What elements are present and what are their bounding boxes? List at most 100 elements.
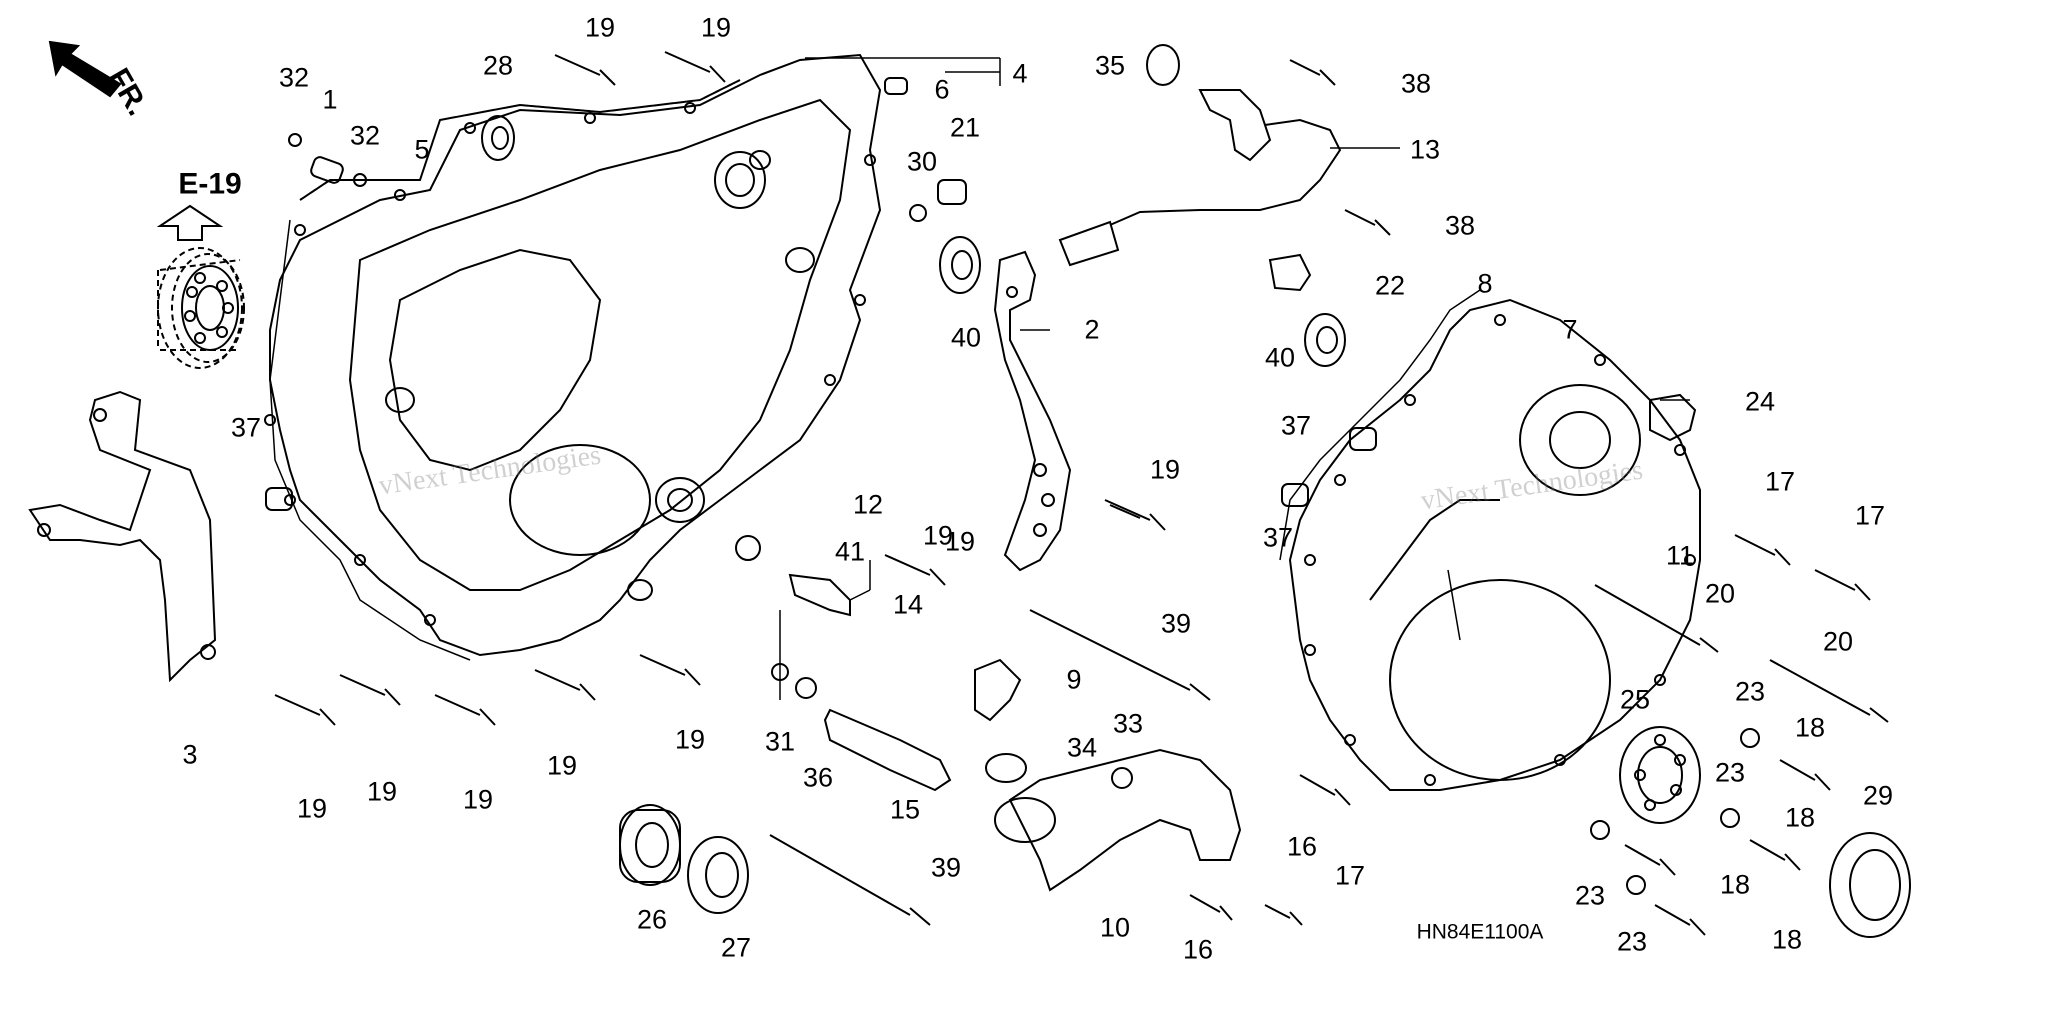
callout-17b: 17 bbox=[1854, 500, 1886, 531]
upper-bearing-b bbox=[1304, 313, 1346, 367]
callout-31: 31 bbox=[764, 726, 796, 757]
callout-34: 34 bbox=[1066, 732, 1098, 763]
left-bearing bbox=[619, 804, 681, 886]
callout-30: 30 bbox=[906, 146, 938, 177]
callout-16a: 16 bbox=[1286, 831, 1318, 862]
callout-17a: 17 bbox=[1764, 466, 1796, 497]
reference-bearing-inner bbox=[181, 265, 239, 351]
callout-12: 12 bbox=[852, 489, 884, 520]
callout-2: 2 bbox=[1084, 314, 1100, 345]
callout-19d: 19 bbox=[922, 520, 954, 551]
callout-7: 7 bbox=[1562, 314, 1578, 345]
oil-seal bbox=[1829, 832, 1911, 938]
upper-bearing-a bbox=[939, 236, 981, 294]
callout-18a: 18 bbox=[1794, 712, 1826, 743]
speed-sensor bbox=[1198, 89, 1272, 162]
front-direction-arrow-icon bbox=[48, 40, 122, 98]
callout-16b: 16 bbox=[1182, 934, 1214, 965]
drain-bolt bbox=[823, 708, 952, 792]
small-bearing bbox=[481, 115, 515, 161]
callout-19c: 19 bbox=[1149, 454, 1181, 485]
callout-35: 35 bbox=[1094, 50, 1126, 81]
callout-28: 28 bbox=[482, 50, 514, 81]
callout-23d: 23 bbox=[1616, 926, 1648, 957]
clip bbox=[1649, 393, 1697, 442]
callout-32b: 32 bbox=[349, 120, 381, 151]
callout-39a: 39 bbox=[1160, 608, 1192, 639]
callout-19i: 19 bbox=[674, 724, 706, 755]
callout-19j: 19 bbox=[944, 526, 976, 557]
dowel-pins bbox=[265, 77, 1377, 511]
leader-lines bbox=[779, 57, 1690, 700]
callout-37a: 37 bbox=[230, 412, 262, 443]
flange-bolts bbox=[274, 51, 1166, 726]
callout-22: 22 bbox=[1374, 270, 1406, 301]
callout-1: 1 bbox=[322, 84, 338, 115]
callout-27: 27 bbox=[720, 932, 752, 963]
callout-15: 15 bbox=[889, 794, 921, 825]
callout-20b: 20 bbox=[1822, 626, 1854, 657]
callout-17c: 17 bbox=[1334, 860, 1366, 891]
callout-6: 6 bbox=[934, 74, 950, 105]
callout-10: 10 bbox=[1099, 912, 1131, 943]
callout-38a: 38 bbox=[1400, 68, 1432, 99]
neutral-switch bbox=[788, 573, 851, 617]
left-seal bbox=[687, 836, 749, 914]
callout-9: 9 bbox=[1066, 664, 1082, 695]
callout-23c: 23 bbox=[1574, 880, 1606, 911]
right-crankcase-cover bbox=[1288, 298, 1701, 791]
callout-29: 29 bbox=[1862, 780, 1894, 811]
callout-14: 14 bbox=[892, 589, 924, 620]
drawing-code: HN84E1100A bbox=[1416, 920, 1544, 944]
callout-40a: 40 bbox=[950, 322, 982, 353]
callout-5: 5 bbox=[414, 134, 430, 165]
callout-13: 13 bbox=[1409, 134, 1441, 165]
callout-25: 25 bbox=[1619, 684, 1651, 715]
callout-19a: 19 bbox=[584, 12, 616, 43]
callout-23a: 23 bbox=[1734, 676, 1766, 707]
reference-label[interactable]: E-19 bbox=[178, 167, 242, 201]
callout-39b: 39 bbox=[930, 852, 962, 883]
callout-32a: 32 bbox=[278, 62, 310, 93]
callout-37c: 37 bbox=[1262, 522, 1294, 553]
mounting-bracket bbox=[993, 250, 1072, 572]
long-bolts bbox=[769, 584, 1889, 926]
callout-24: 24 bbox=[1744, 386, 1776, 417]
callout-19f: 19 bbox=[366, 776, 398, 807]
callout-33: 33 bbox=[1112, 708, 1144, 739]
bracket-plate bbox=[28, 390, 217, 683]
callout-19h: 19 bbox=[546, 750, 578, 781]
breather-hose bbox=[1008, 748, 1242, 892]
callout-18c: 18 bbox=[1719, 869, 1751, 900]
gasket bbox=[299, 79, 741, 201]
callout-20a: 20 bbox=[1704, 578, 1736, 609]
callout-37b: 37 bbox=[1280, 410, 1312, 441]
reference-arrow-icon bbox=[156, 204, 224, 241]
callout-23b: 23 bbox=[1714, 757, 1746, 788]
cover-bolt-holes bbox=[264, 102, 876, 626]
right-bearing bbox=[1619, 726, 1701, 824]
callout-21: 21 bbox=[949, 112, 981, 143]
filler-plug bbox=[974, 658, 1022, 722]
right-cover-gasket bbox=[1279, 289, 1481, 561]
callout-8: 8 bbox=[1477, 268, 1493, 299]
callout-3: 3 bbox=[182, 739, 198, 770]
sensor-wire bbox=[1109, 118, 1342, 226]
wire-clip bbox=[1268, 253, 1312, 292]
reference-bearing bbox=[157, 247, 245, 369]
right-cover-bolt-holes bbox=[1304, 314, 1696, 786]
callout-18d: 18 bbox=[1771, 924, 1803, 955]
callout-40b: 40 bbox=[1264, 342, 1296, 373]
washers bbox=[288, 44, 1760, 895]
callout-38b: 38 bbox=[1444, 210, 1476, 241]
left-crankcase-cover bbox=[269, 53, 882, 657]
callout-4: 4 bbox=[1012, 58, 1028, 89]
callout-36: 36 bbox=[802, 762, 834, 793]
short-bolts bbox=[1109, 59, 1871, 936]
callout-41: 41 bbox=[834, 536, 866, 567]
callout-26: 26 bbox=[636, 904, 668, 935]
callout-19b: 19 bbox=[700, 12, 732, 43]
callout-19g: 19 bbox=[462, 784, 494, 815]
callout-19e: 19 bbox=[296, 793, 328, 824]
